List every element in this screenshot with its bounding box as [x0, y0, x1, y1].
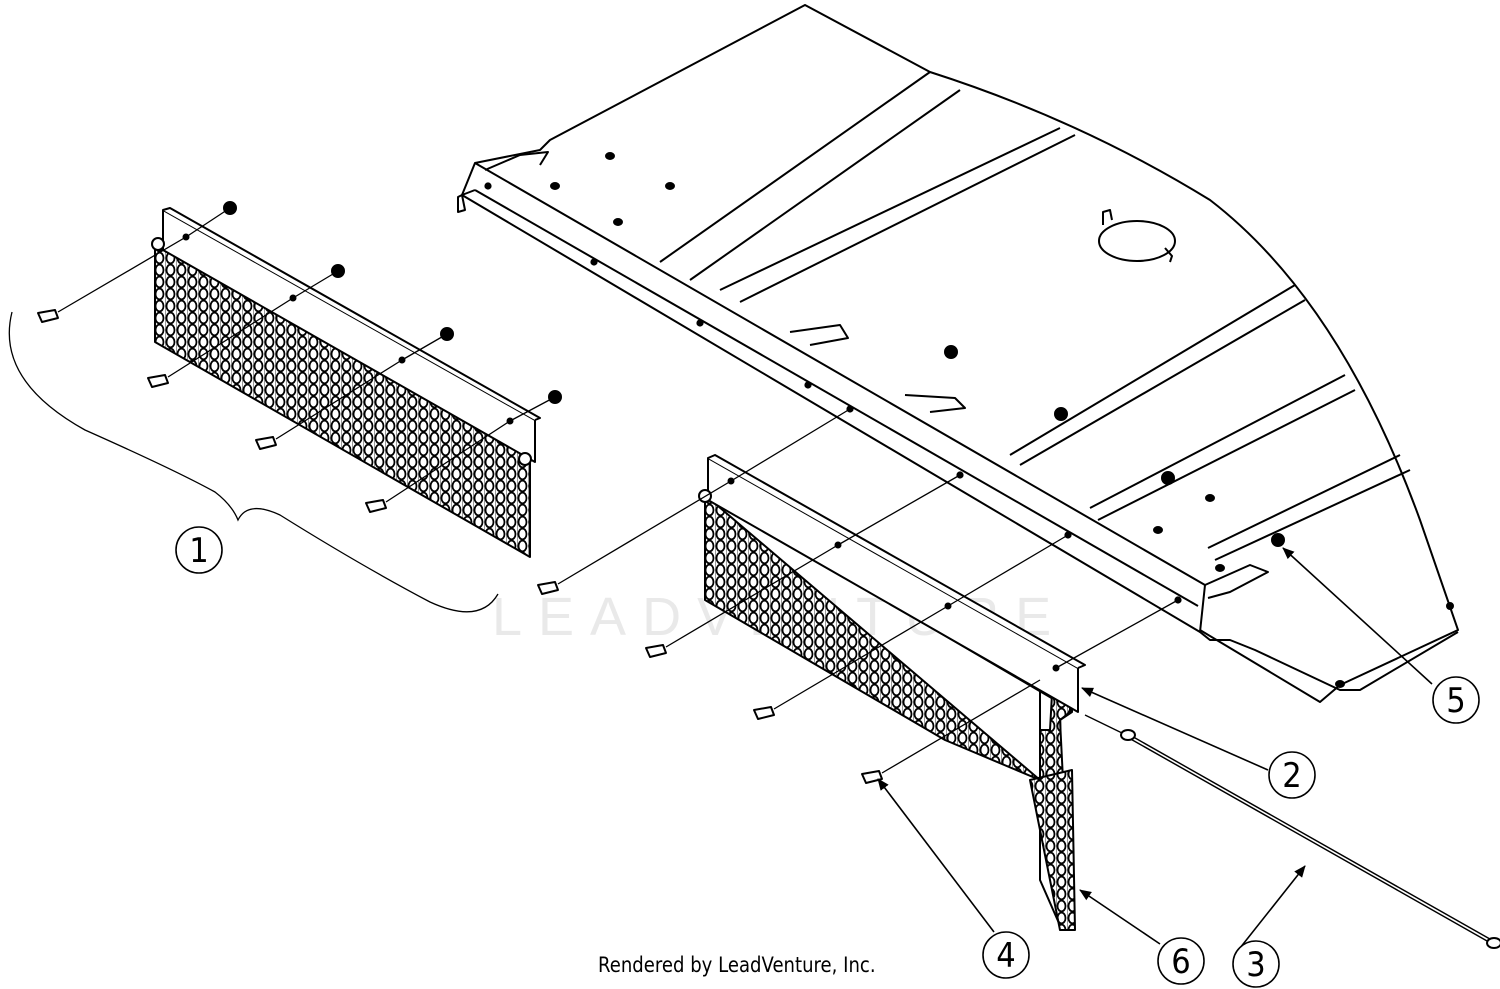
chain-guard-assembly-1: [37, 201, 562, 558]
footer-credit: Rendered by LeadVenture, Inc.: [598, 953, 876, 977]
callout-4-label: 4: [996, 936, 1015, 976]
callout-4: 4: [982, 931, 1030, 979]
callout-3-label: 3: [1246, 945, 1265, 985]
mower-deck: [457, 4, 1459, 703]
callout-6-label: 6: [1171, 942, 1190, 982]
rod: [1084, 714, 1500, 949]
callout-1-label: 1: [189, 531, 208, 571]
installed-leader-lines: [557, 408, 1179, 774]
leader-2: [1081, 687, 1269, 771]
leader-5: [1282, 547, 1433, 685]
chain-guard-installed: [537, 454, 1086, 931]
callout-leaders: [877, 547, 1433, 949]
callout-2-label: 2: [1282, 756, 1301, 796]
callout-2: 2: [1268, 751, 1316, 799]
callout-5-label: 5: [1446, 681, 1465, 721]
assembly-1-bracket: [8, 311, 499, 613]
callout-3: 3: [1232, 940, 1280, 988]
callout-6: 6: [1157, 937, 1205, 985]
leader-3: [1239, 865, 1306, 949]
leader-4: [877, 778, 995, 933]
assembly-1-leader-lines: [57, 207, 556, 503]
leader-6: [1079, 889, 1161, 945]
callout-5: 5: [1432, 676, 1480, 724]
callout-1: 1: [175, 526, 223, 574]
